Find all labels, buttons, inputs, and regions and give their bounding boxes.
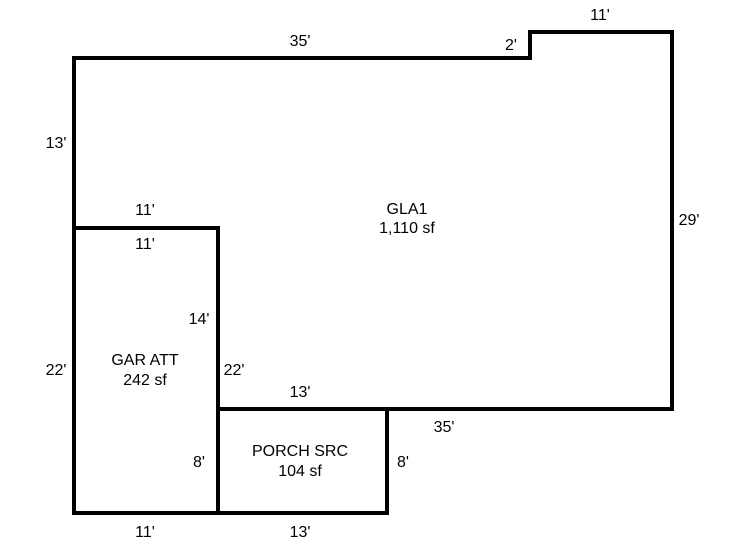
dim-gla-top-right: 11'	[590, 7, 610, 24]
dim-gar-bottom: 11'	[135, 524, 155, 541]
dim-gla-left-upper: 13'	[46, 135, 67, 152]
garage-name: GAR ATT	[111, 352, 178, 369]
porch-outline	[216, 407, 389, 515]
dim-gar-left: 22'	[46, 362, 67, 379]
gla1-name: GLA1	[387, 201, 428, 218]
dim-gar-top: 11'	[135, 236, 155, 253]
dim-porch-top: 13'	[290, 384, 311, 401]
gla1-area: 1,110 sf	[379, 220, 435, 237]
dim-gla-bottom-right: 35'	[434, 419, 455, 436]
dim-gla-step: 2'	[505, 37, 517, 54]
dim-porch-bottom: 13'	[290, 524, 311, 541]
porch-area: 104 sf	[278, 463, 322, 480]
dim-gar-right-upper: 14'	[189, 311, 210, 328]
dim-gla-inner-left: 22'	[224, 362, 245, 379]
dim-gla-top: 35'	[290, 33, 311, 50]
dim-gar-right-lower: 8'	[193, 454, 205, 471]
dim-gla-garage-top: 11'	[135, 202, 155, 219]
dim-gla-right: 29'	[679, 212, 700, 229]
garage-area: 242 sf	[123, 372, 167, 389]
dim-porch-right: 8'	[397, 454, 409, 471]
porch-name: PORCH SRC	[252, 443, 348, 460]
